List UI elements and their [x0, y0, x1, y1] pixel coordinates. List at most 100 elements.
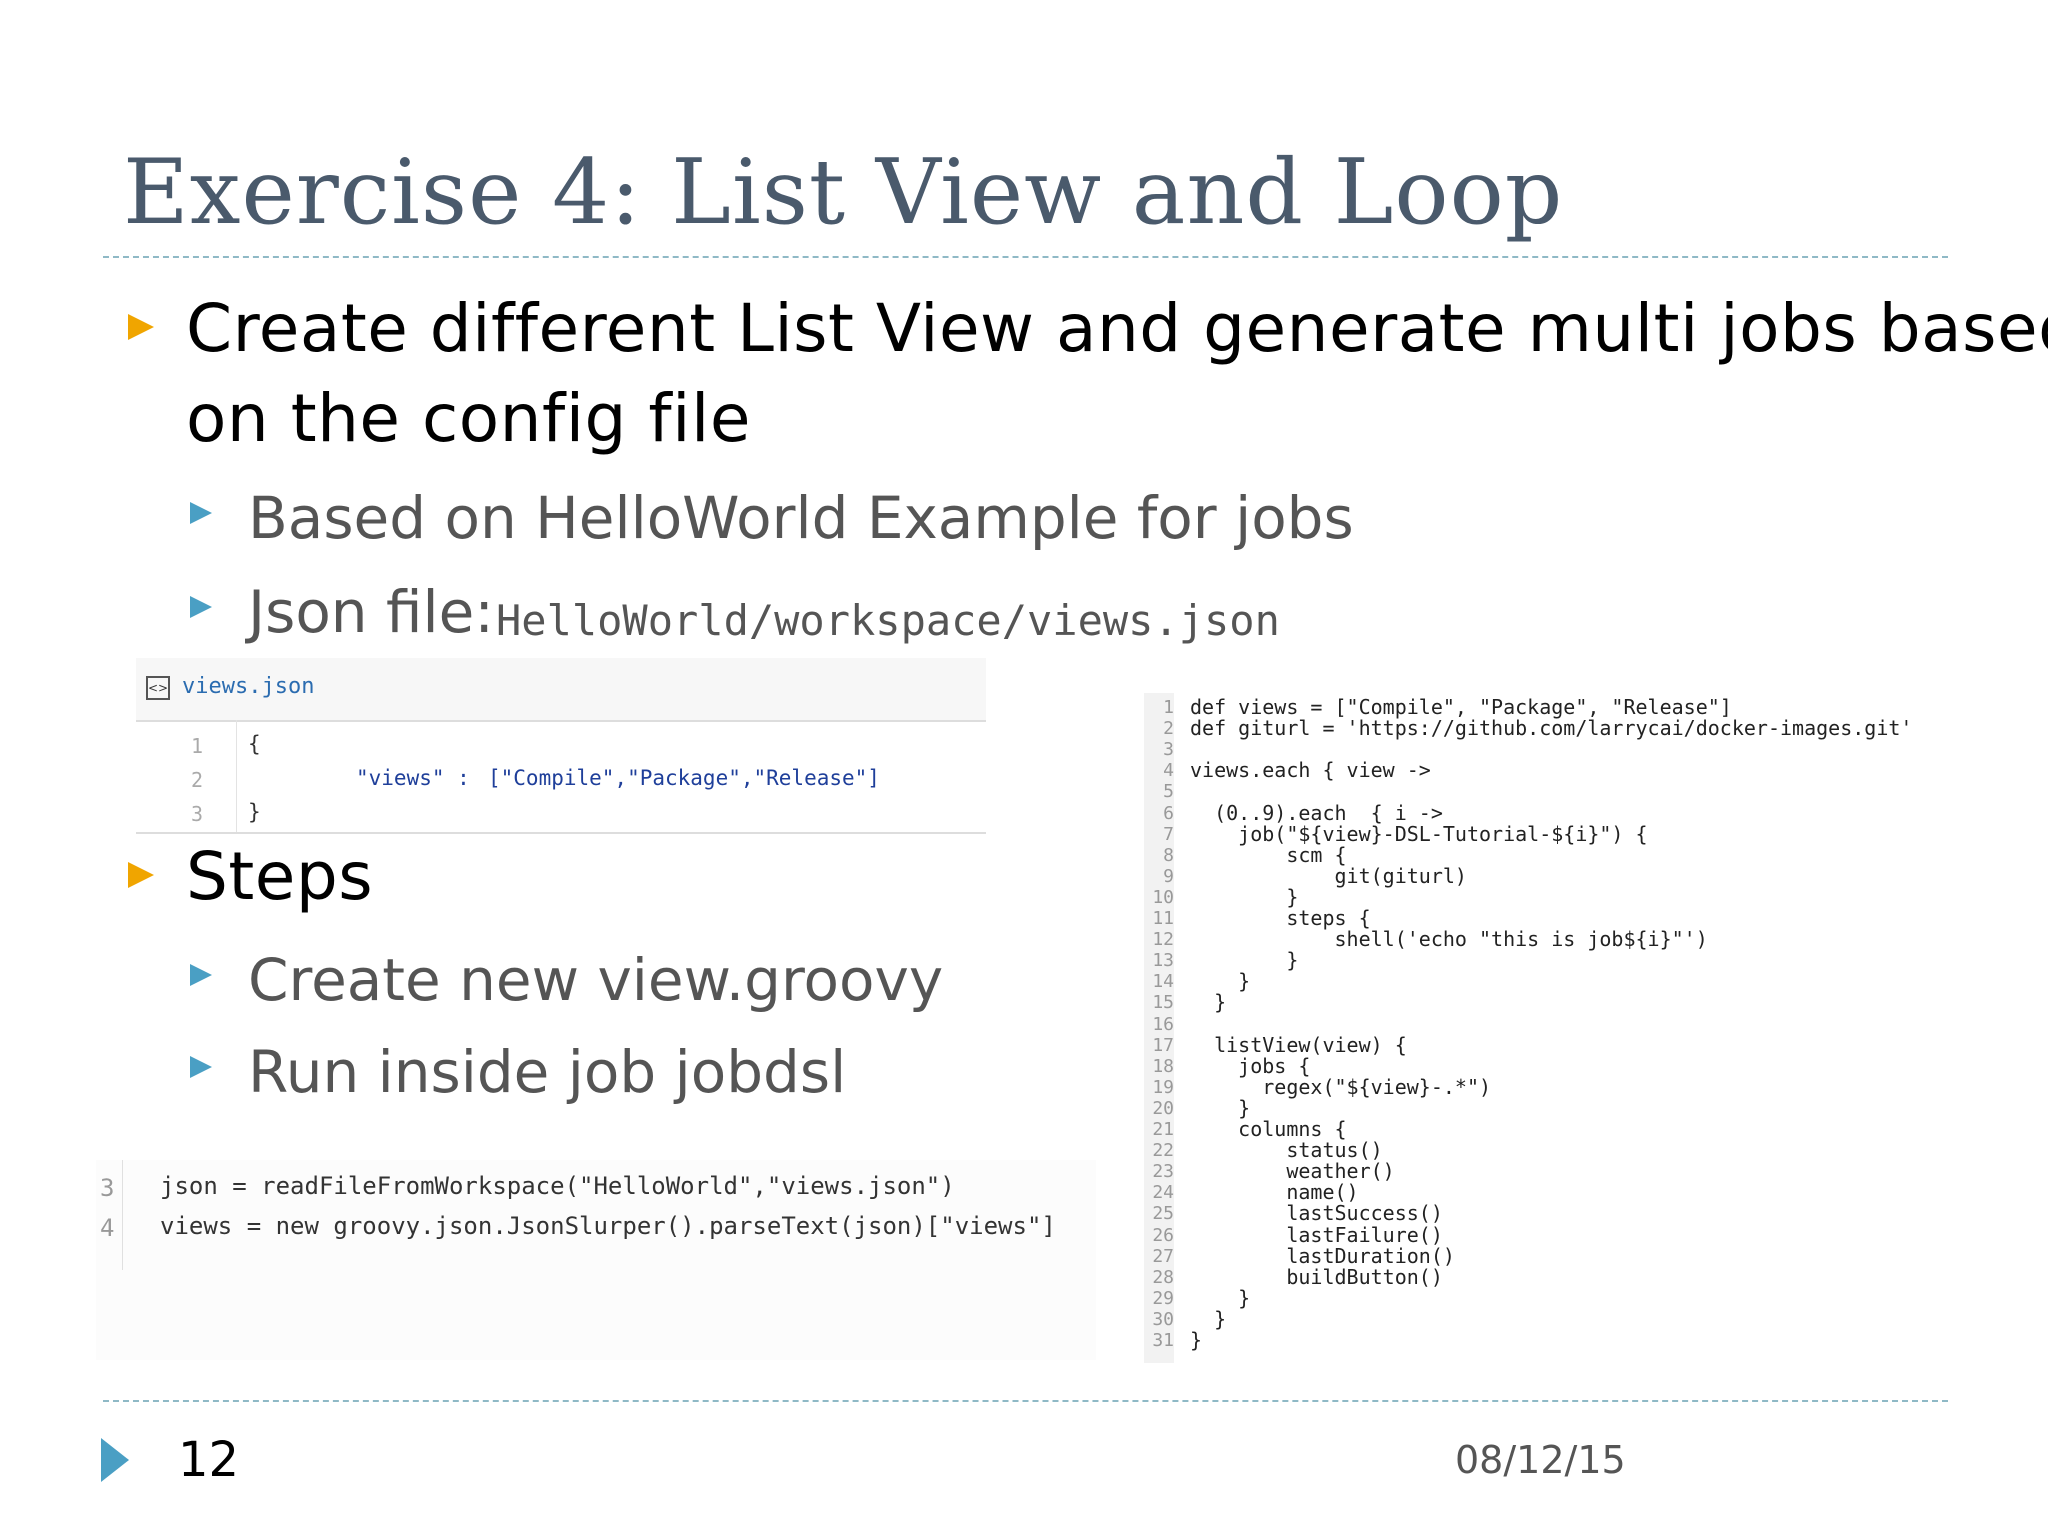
code-line: }: [1190, 1328, 1203, 1352]
code-line-number: 7: [1163, 823, 1174, 845]
bullet1-sub2-label: Json file:: [248, 578, 494, 646]
footer-triangle-icon: [101, 1438, 129, 1482]
code-line: def views = ["Compile", "Package", "Rele…: [1190, 695, 1732, 719]
code-line: buildButton(): [1190, 1264, 1443, 1289]
code-line: weather(): [1190, 1159, 1395, 1184]
code-line-number: 21: [1152, 1119, 1174, 1140]
code-line-number: 10: [1152, 886, 1174, 908]
code-line-number: 23: [1152, 1161, 1174, 1183]
code-line-number: 8: [1163, 844, 1174, 866]
code-line: lastFailure(): [1190, 1222, 1443, 1247]
code-line: steps {: [1190, 906, 1371, 930]
bullet1-line2: on the config file: [186, 380, 751, 457]
code-line: }: [1190, 1306, 1227, 1331]
code-line-number: 5: [1163, 781, 1174, 803]
json-file-header: <> views.json: [136, 658, 986, 722]
code-line-number: 1: [1163, 697, 1174, 718]
groovy-code-panel: 1 def views = ["Compile", "Package", "Rel…: [1144, 693, 1954, 1363]
json-filename: views.json: [182, 674, 315, 699]
gutter-divider: [236, 720, 237, 832]
code-line: git(giturl): [1190, 863, 1467, 888]
code-line-number: 28: [1152, 1266, 1174, 1288]
slide-title: Exercise 4: List View and Loop: [123, 140, 1564, 245]
code-line-number: 2: [1163, 718, 1174, 740]
code-line-number: 31: [1152, 1330, 1174, 1351]
code-line-number: 20: [1152, 1097, 1174, 1119]
code-line: job("${view}-DSL-Tutorial-${i}") {: [1190, 821, 1648, 846]
code-line: regex("${view}-.*"): [1190, 1074, 1492, 1099]
code-line: views.each { view ->: [1190, 758, 1431, 783]
code-line: }: [1190, 990, 1227, 1015]
code-line: status(): [1190, 1138, 1383, 1163]
code-gutter: [1144, 693, 1174, 1363]
code-line-number: 9: [1163, 865, 1174, 887]
code-line-number: 15: [1152, 992, 1174, 1014]
code-line-number: 16: [1152, 1013, 1174, 1035]
json-file-panel: <> views.json 1 2 3 { "views" : ["Compil…: [136, 658, 986, 836]
code-line-number: 24: [1152, 1182, 1174, 1204]
code-line-number: 6: [1163, 802, 1174, 824]
code-line: jobs {: [1190, 1053, 1311, 1078]
code-line-number: 19: [1152, 1076, 1174, 1098]
sub-bullet-marker: [190, 1056, 212, 1078]
code-line: }: [1190, 1285, 1251, 1310]
footer-divider: [103, 1400, 1948, 1402]
code-line-number: 3: [1163, 739, 1174, 761]
sub-bullet-marker: [190, 964, 212, 986]
json-file-path: HelloWorld/workspace/views.json: [496, 596, 1280, 645]
json-line-3: }: [248, 800, 261, 824]
gutter-divider: [122, 1160, 123, 1270]
code-line: def giturl = 'https://github.com/larryca…: [1190, 716, 1913, 741]
bullet-marker-orange: [128, 862, 154, 888]
code-line-number: 27: [1152, 1245, 1174, 1267]
code-line: }: [1190, 884, 1299, 909]
code-line-number: 13: [1152, 950, 1174, 972]
bullet2-sub1: Create new view.groovy: [248, 946, 944, 1014]
code-line-number: 22: [1152, 1140, 1174, 1162]
bullet2-label: Steps: [186, 838, 374, 915]
sub-bullet-marker: [190, 502, 212, 524]
code-line: listView(view) {: [1190, 1032, 1407, 1057]
line-number: 3: [191, 802, 204, 826]
code-line: columns {: [1190, 1117, 1347, 1141]
code-line: scm {: [1190, 842, 1347, 867]
line-number: 3: [100, 1174, 115, 1202]
code-line: }: [1190, 1095, 1251, 1120]
code-line-number: 25: [1152, 1203, 1174, 1225]
code-line-number: 30: [1152, 1308, 1174, 1330]
json-line-2-key: "views" :: [356, 766, 483, 790]
code-line: }: [1190, 948, 1299, 973]
slide-date: 08/12/15: [1455, 1438, 1626, 1482]
title-divider: [103, 256, 1948, 258]
code-line-number: 18: [1152, 1055, 1174, 1077]
bullet2-sub2: Run inside job jobdsl: [248, 1038, 847, 1106]
code-line-number: 12: [1152, 929, 1174, 951]
code-line-number: 17: [1152, 1034, 1174, 1056]
bullet1-sub1: Based on HelloWorld Example for jobs: [248, 484, 1354, 552]
code-line-number: 29: [1152, 1287, 1174, 1309]
code-line-number: 26: [1152, 1224, 1174, 1246]
json-line-1: {: [248, 732, 261, 756]
code-line: name(): [1190, 1180, 1359, 1205]
line-number: 4: [100, 1214, 115, 1242]
line-number: 1: [191, 734, 204, 758]
code-line-number: 11: [1152, 908, 1174, 929]
file-code-icon: <>: [146, 676, 170, 700]
code-line: (0..9).each { i ->: [1190, 800, 1443, 825]
code-line-number: 4: [1163, 760, 1174, 782]
code-line: shell('echo "this is job${i}"'): [1190, 927, 1708, 952]
code-line: }: [1190, 969, 1251, 994]
code-line: lastSuccess(): [1190, 1201, 1443, 1226]
bullet-marker-orange: [128, 314, 154, 340]
json-panel-bottom-border: [136, 832, 986, 834]
json-line-2-value: ["Compile","Package","Release"]: [488, 766, 880, 790]
code-line: lastDuration(): [1190, 1243, 1455, 1268]
page-number: 12: [178, 1432, 240, 1488]
snippet-line-4: views = new groovy.json.JsonSlurper().pa…: [160, 1212, 1056, 1240]
line-number: 2: [191, 768, 204, 792]
bullet1-line1: Create different List View and generate …: [186, 290, 2048, 367]
code-line-number: 14: [1152, 971, 1174, 993]
sub-bullet-marker: [190, 596, 212, 618]
read-snippet-panel: 3 4 json = readFileFromWorkspace("HelloW…: [96, 1160, 1096, 1360]
snippet-line-3: json = readFileFromWorkspace("HelloWorld…: [160, 1172, 955, 1200]
